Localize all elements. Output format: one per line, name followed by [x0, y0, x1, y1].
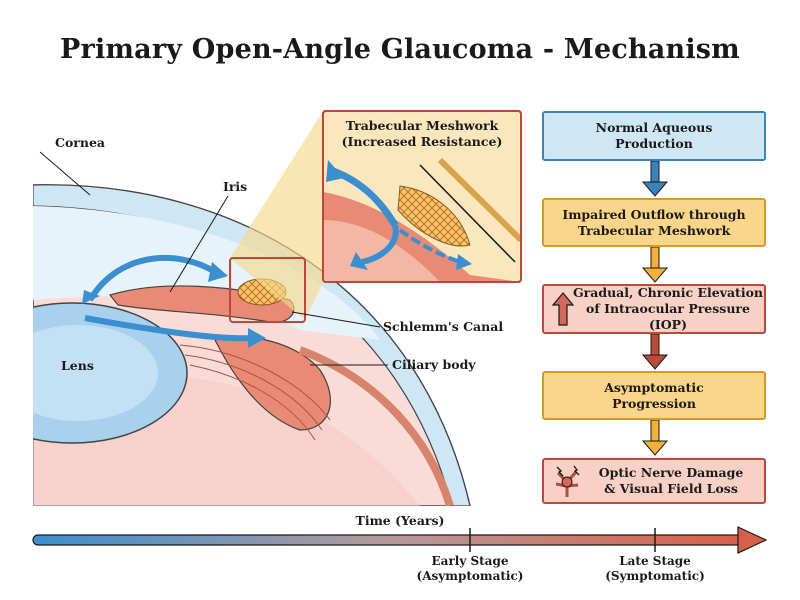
flow-box-text: Asymptomatic Progression [604, 379, 704, 411]
flow-box-text: Optic Nerve Damage & Visual Field Loss [598, 465, 744, 496]
leader-iris [169, 195, 229, 293]
trabecular-inset: Trabecular Meshwork (Increased Resistanc… [322, 110, 522, 283]
flow-arrow-2 [641, 246, 669, 283]
flow-box-text: Normal Aqueous Production [595, 120, 713, 151]
damaged-nerve-icon [555, 465, 580, 497]
flow-arrow-4 [641, 419, 669, 456]
flow-arrow-1 [641, 160, 669, 197]
flow-box-impaired-outflow: Impaired Outflow through Trabecular Mesh… [542, 198, 766, 247]
label-schlemms-canal: Schlemm's Canal [383, 319, 503, 334]
timeline: Time (Years) [32, 513, 768, 554]
leader-schlemms-canal [291, 311, 381, 328]
label-ciliary-body: Ciliary body [392, 357, 476, 372]
flow-box-iop-elevation: Gradual, Chronic Elevation of Intraocula… [542, 284, 766, 334]
timeline-early-stage: Early Stage (Asymptomatic) [416, 554, 524, 583]
zoom-box [229, 257, 306, 323]
inset-title-line1: Trabecular Meshwork [346, 118, 499, 133]
label-cornea: Cornea [55, 135, 105, 150]
label-iris: Iris [223, 179, 247, 194]
flow-arrow-3 [641, 333, 669, 370]
label-lens: Lens [61, 358, 94, 373]
diagram-title: Primary Open-Angle Glaucoma - Mechanism [60, 34, 740, 65]
leader-cornea [39, 151, 91, 196]
timeline-late-stage: Late Stage (Symptomatic) [605, 554, 705, 583]
zoom-cone [230, 111, 323, 320]
flow-box-asymptomatic: Asymptomatic Progression [542, 371, 766, 420]
inset-title-line2: (Increased Resistance) [342, 134, 503, 149]
timeline-label: Time (Years) [356, 513, 445, 528]
up-arrow-icon [552, 292, 574, 326]
flow-box-text: Impaired Outflow through Trabecular Mesh… [562, 206, 746, 238]
flow-box-optic-nerve-damage: Optic Nerve Damage & Visual Field Loss [542, 458, 766, 504]
flow-box-text: Gradual, Chronic Elevation of Intraocula… [572, 285, 764, 332]
flow-box-normal-production: Normal Aqueous Production [542, 111, 766, 161]
